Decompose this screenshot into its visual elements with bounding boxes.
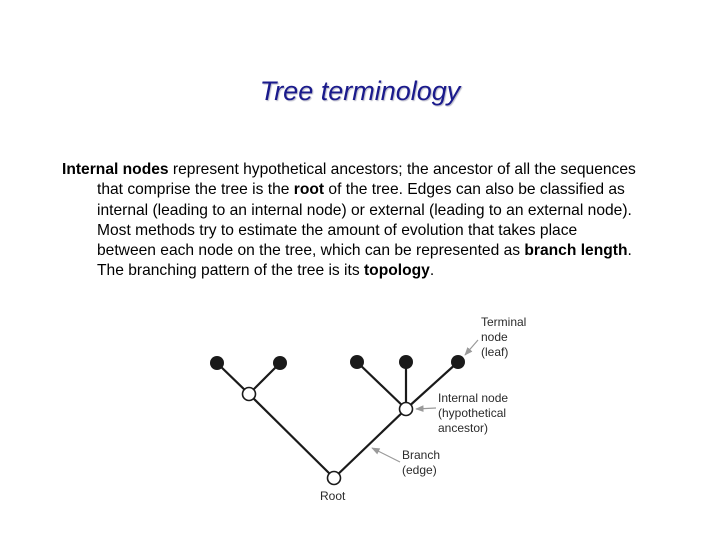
root-node (326, 470, 342, 486)
tree-edges (216, 361, 459, 479)
description-paragraph: Internal nodes represent hypothetical an… (62, 160, 662, 282)
terminal-label-1: Terminal (481, 315, 526, 329)
root-label: Root (320, 489, 346, 503)
edge-leaf-1 (216, 362, 250, 395)
slide-title: Tree terminology (259, 76, 461, 106)
internal-node (241, 386, 257, 402)
term-internal-nodes: Internal nodes (62, 161, 169, 178)
para-line-4: Most methods try to estimate the amount … (97, 221, 578, 239)
internal-node (398, 401, 414, 417)
terminal-label-3: (leaf) (481, 345, 508, 359)
internal-label-3: ancestor) (438, 421, 488, 435)
para-line-3: internal (leading to an internal node) o… (97, 201, 632, 219)
leaf-node (210, 356, 224, 370)
terminal-label-2: node (481, 330, 508, 344)
term-branch-length: branch length (524, 242, 628, 260)
edge-leaf-3 (356, 361, 407, 410)
term-topology: topology (363, 262, 430, 280)
branch-label-1: Branch (402, 448, 440, 462)
branch-arrow (371, 447, 401, 463)
internal-arrow (415, 405, 437, 412)
internal-label-2: (hypothetical (438, 406, 506, 420)
para-line-5: between each node on the tree, which can… (97, 242, 632, 260)
leaf-nodes (210, 355, 465, 370)
edge-internal-left (248, 393, 335, 479)
terminal-arrow (464, 339, 479, 356)
term-root: root (293, 181, 325, 199)
edge-internal-right (333, 408, 407, 479)
internal-label-1: Internal node (438, 391, 508, 405)
leaf-node (350, 355, 364, 369)
leaf-node (451, 355, 465, 369)
leaf-node (273, 356, 287, 370)
edge-leaf-5 (405, 361, 459, 410)
edge-leaf-2 (248, 362, 281, 395)
branch-label-2: (edge) (402, 463, 437, 477)
para-line-1: Internal nodes represent hypothetical an… (62, 161, 636, 178)
para-line-2: that comprise the tree is the root of th… (97, 181, 625, 199)
annotation-arrows (371, 339, 479, 463)
internal-nodes (241, 386, 414, 486)
para-line-6: The branching pattern of the tree is its… (97, 262, 435, 280)
leaf-node (399, 355, 413, 369)
